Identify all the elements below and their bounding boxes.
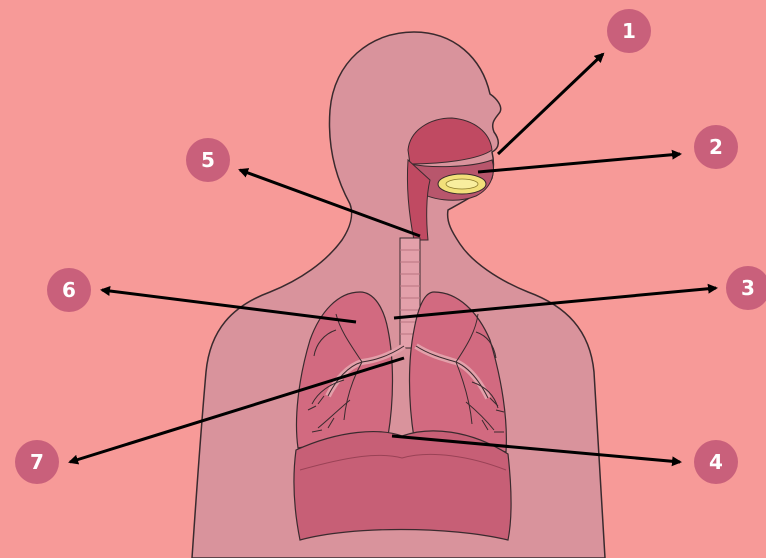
label-number: 5 [201, 148, 215, 172]
label-badge-7: 7 [15, 440, 59, 484]
label-number: 4 [709, 450, 723, 474]
label-badge-2: 2 [694, 125, 738, 169]
arrow-2 [478, 154, 680, 172]
arrow-1 [498, 54, 603, 154]
label-number: 6 [62, 278, 76, 302]
label-number: 3 [741, 276, 755, 300]
diaphragm [294, 431, 511, 540]
label-number: 1 [622, 19, 636, 43]
label-badge-6: 6 [47, 268, 91, 312]
label-number: 7 [30, 450, 44, 474]
label-badge-4: 4 [694, 440, 738, 484]
label-number: 2 [709, 135, 723, 159]
label-badge-3: 3 [726, 266, 766, 310]
label-badge-1: 1 [607, 9, 651, 53]
label-badge-5: 5 [186, 138, 230, 182]
